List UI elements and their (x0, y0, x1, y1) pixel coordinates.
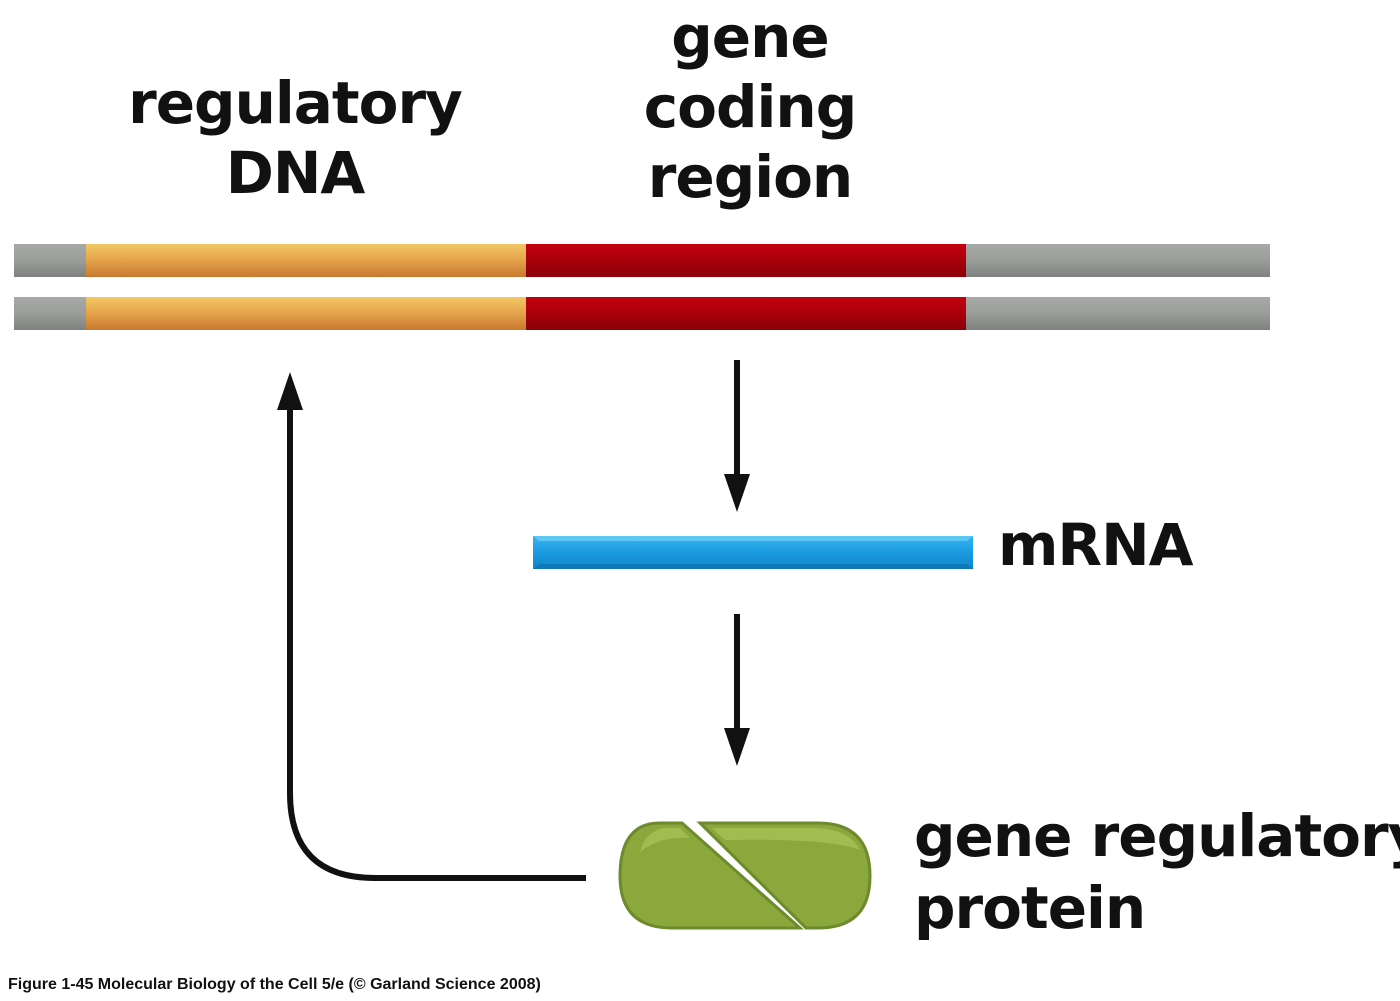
regulatory-dna-label-line-1: regulatory (128, 69, 463, 137)
gene-coding-region-label-line-3: region (647, 143, 853, 211)
gene-regulatory-protein-shape (618, 821, 872, 930)
protein-right-half (696, 821, 872, 930)
gene-regulatory-protein-label: gene regulatory protein (914, 800, 1400, 944)
gene-coding-region-label-line-2: coding (643, 73, 857, 141)
gene-regulatory-protein-label-line-2: protein (914, 874, 1146, 942)
mrna-label: mRNA (998, 510, 1194, 580)
translation-arrow (724, 614, 750, 766)
dna-flank-left (14, 297, 86, 330)
dna-flank-right (966, 297, 1270, 330)
coding-region-segment (526, 297, 966, 330)
gene-coding-region-label: gene coding region (600, 2, 900, 212)
gene-coding-region-label-line-1: gene (671, 3, 829, 71)
mrna-label-text: mRNA (998, 511, 1194, 579)
dna-flank-left (14, 244, 86, 277)
coding-region-segment (526, 244, 966, 277)
dna-strand-bottom (14, 297, 1270, 330)
feedback-arrow (277, 372, 586, 881)
regulatory-dna-label-line-2: DNA (225, 139, 366, 207)
protein-left-half (618, 821, 804, 930)
mrna-bar (533, 536, 973, 569)
dna-strand-top (14, 244, 1270, 277)
gene-regulatory-protein-label-line-1: gene regulatory (914, 802, 1400, 870)
regulatory-dna-segment (86, 297, 526, 330)
figure-caption: Figure 1-45 Molecular Biology of the Cel… (8, 976, 541, 993)
regulatory-dna-segment (86, 244, 526, 277)
dna-flank-right (966, 244, 1270, 277)
transcription-arrow (724, 360, 750, 512)
regulatory-dna-label: regulatory DNA (120, 68, 470, 208)
